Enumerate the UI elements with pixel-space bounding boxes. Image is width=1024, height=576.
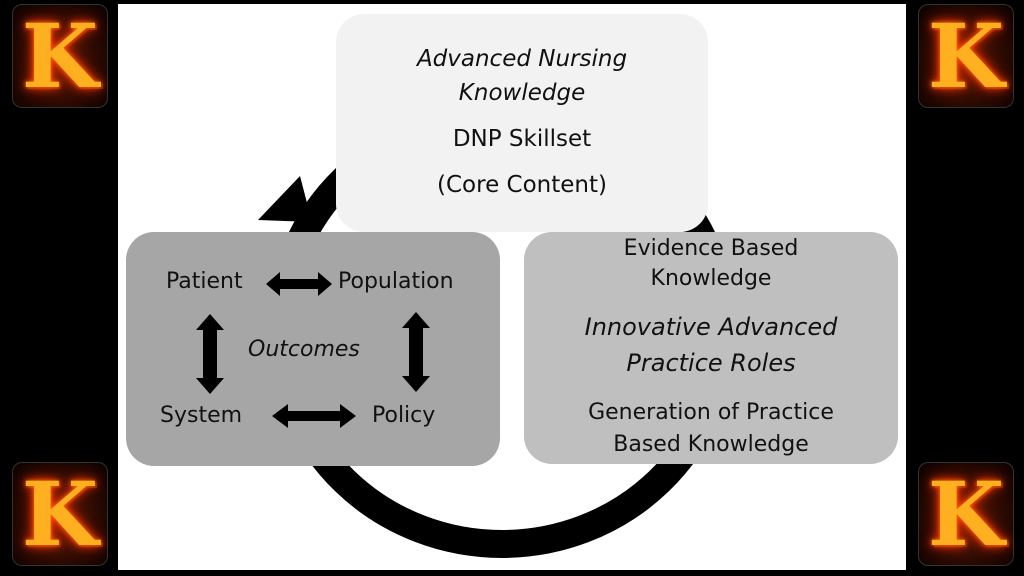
- double-arrow-horizontal-icon: [272, 404, 356, 428]
- double-arrow-vertical-icon: [402, 312, 430, 392]
- fire-k-logo-top-right: K: [918, 4, 1014, 108]
- generation-practice-line2: Based Knowledge: [613, 432, 809, 457]
- fire-k-logo-top-left: K: [12, 4, 108, 108]
- system-label: System: [160, 403, 243, 428]
- cycle-arrowhead-icon: [258, 176, 312, 222]
- evidence-based-line2: Knowledge: [650, 266, 772, 291]
- top-title-line2: Knowledge: [458, 80, 586, 106]
- innovative-practice-roles-box: Evidence Based Knowledge Innovative Adva…: [524, 232, 898, 464]
- double-arrow-horizontal-icon: [266, 272, 332, 296]
- policy-label: Policy: [372, 403, 436, 428]
- innovative-roles-line2: Practice Roles: [626, 349, 796, 377]
- core-content-label: (Core Content): [437, 172, 607, 198]
- double-arrow-vertical-icon: [196, 314, 224, 394]
- outcomes-label: Outcomes: [248, 337, 360, 362]
- outcomes-box: Patient Population Outcomes System Polic…: [126, 232, 500, 466]
- population-label: Population: [338, 269, 454, 294]
- advanced-nursing-knowledge-box: Advanced Nursing Knowledge DNP Skillset …: [336, 14, 708, 232]
- generation-practice-line1: Generation of Practice: [588, 400, 834, 425]
- fire-k-logo-bottom-left: K: [12, 462, 108, 566]
- fire-k-logo-bottom-right: K: [918, 462, 1014, 566]
- top-title-line1: Advanced Nursing: [416, 46, 628, 72]
- evidence-based-line1: Evidence Based: [623, 236, 799, 261]
- patient-label: Patient: [166, 269, 243, 294]
- innovative-roles-line1: Innovative Advanced: [584, 313, 838, 341]
- dnp-skillset-label: DNP Skillset: [452, 126, 592, 152]
